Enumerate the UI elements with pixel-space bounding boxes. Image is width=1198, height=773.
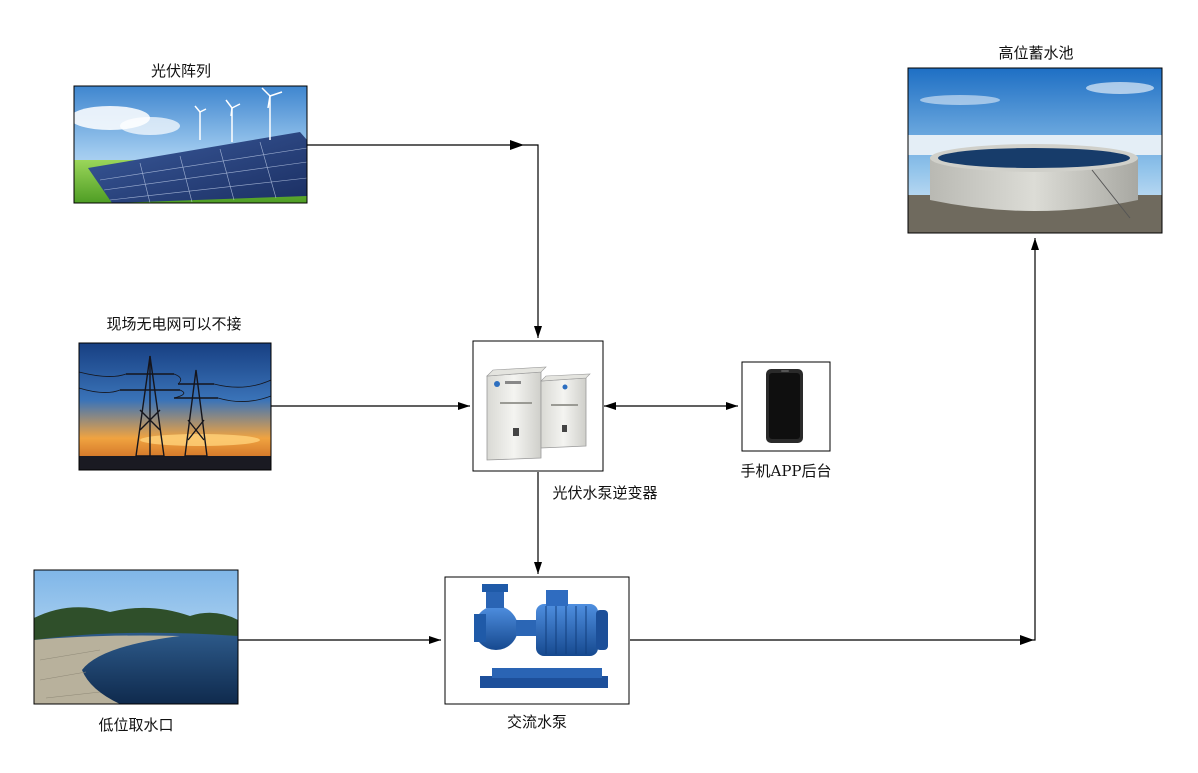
- inverter-node: 光伏水泵逆变器: [472, 340, 658, 502]
- low-intake-node: 低位取水口: [33, 569, 239, 734]
- high-tank-node: 高位蓄水池: [907, 44, 1163, 234]
- arrow-pump-mid: [1020, 635, 1034, 645]
- line-pv-to-inverter: [307, 144, 542, 338]
- water-tank-icon: [907, 67, 1163, 234]
- phone-label: 手机APP后台: [740, 462, 831, 480]
- arrow-pv-mid: [510, 140, 524, 150]
- ac-pump-label: 交流水泵: [507, 713, 567, 731]
- ac-pump-node: 交流水泵: [444, 576, 630, 731]
- line-pump-to-tank: [630, 238, 1039, 641]
- power-tower-icon: [78, 342, 272, 471]
- inverter-cabinet-icon: [486, 366, 591, 461]
- low-intake-label: 低位取水口: [98, 716, 173, 734]
- water-pump-icon: [474, 584, 608, 688]
- grid-label: 现场无电网可以不接: [106, 315, 241, 333]
- inverter-label: 光伏水泵逆变器: [552, 484, 657, 502]
- solar-panel-icon: [70, 85, 308, 204]
- reservoir-icon: [33, 569, 239, 705]
- pv-array-label: 光伏阵列: [151, 62, 211, 80]
- phone-node: 手机APP后台: [740, 361, 832, 480]
- high-tank-label: 高位蓄水池: [998, 44, 1073, 62]
- smartphone-icon: [766, 369, 803, 443]
- pv-array-node: 光伏阵列: [70, 62, 308, 204]
- grid-node: 现场无电网可以不接: [78, 315, 272, 471]
